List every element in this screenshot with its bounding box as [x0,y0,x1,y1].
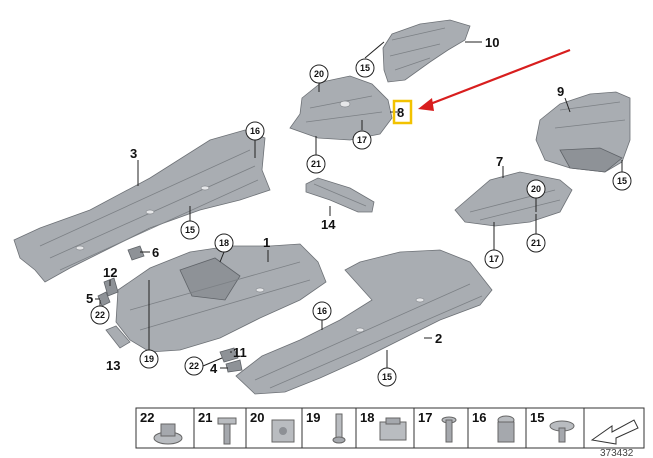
part-1 [115,243,327,353]
callout-5: 5 [86,291,93,306]
svg-text:15: 15 [185,225,195,235]
spreader-nut-icon [497,415,515,443]
screw-icon [217,417,237,445]
callout-12: 12 [103,265,117,280]
legend-num-15: 15 [530,410,544,425]
svg-text:16: 16 [317,306,327,316]
part-13-strip [105,325,131,349]
callout-1: 1 [263,235,270,250]
callout-4: 4 [210,361,218,376]
pointer-arrow [418,48,571,111]
fastener-legend: 22 21 20 19 18 17 16 15 [135,407,645,449]
part-5-clip [97,291,111,307]
svg-text:17: 17 [357,135,367,145]
callout-14: 14 [321,217,336,232]
svg-text:16: 16 [250,126,260,136]
clip-nut-icon [379,417,407,441]
nut-icon [153,423,183,445]
part-7 [454,171,573,227]
svg-text:19: 19 [144,354,154,364]
legend-cell-21 [193,407,247,449]
svg-text:21: 21 [311,159,321,169]
part-11-bracket [219,347,239,363]
part-14 [305,177,375,213]
direction-arrow-icon [590,419,639,445]
callout-2: 2 [435,331,442,346]
circle-callout-20-right: 20 [526,179,546,212]
legend-num-20: 20 [250,410,264,425]
leader-9 [564,97,571,113]
part-4-clip [225,359,243,373]
reference-number: 373432 [600,448,634,458]
svg-text:22: 22 [95,310,105,320]
circle-callout-21-right: 21 [526,214,546,253]
svg-text:15: 15 [617,176,627,186]
legend-num-18: 18 [360,410,374,425]
callout-10: 10 [485,35,499,50]
legend-cell-17 [413,407,469,449]
callout-8: 8 [397,105,404,120]
legend-num-21: 21 [198,410,212,425]
svg-text:18: 18 [219,238,229,248]
collar-screw-icon [549,420,575,443]
expanding-nut-icon [271,419,295,443]
circle-callout-21-upper: 21 [306,136,326,174]
push-rivet-icon [441,416,457,443]
part-10 [382,19,471,83]
legend-num-19: 19 [306,410,320,425]
part-12-clip [103,277,119,297]
svg-text:15: 15 [360,63,370,73]
callout-13: 13 [106,358,120,373]
highlight-box-8 [392,99,413,125]
circle-callout-15-right: 15 [612,160,632,191]
svg-text:20: 20 [531,184,541,194]
svg-text:15: 15 [382,372,392,382]
circle-callout-15-top: 15 [355,41,385,78]
legend-num-17: 17 [418,410,432,425]
svg-text:21: 21 [531,238,541,248]
circle-callout-19: 19 [139,280,159,369]
circle-callout-20-upper: 20 [309,64,329,92]
svg-text:20: 20 [314,69,324,79]
circle-callout-22-lower: 22 [184,356,223,376]
part-3 [13,129,271,283]
callout-11: 11 [233,345,247,360]
circle-callout-18: 18 [214,233,234,263]
rivet-icon [332,413,346,444]
legend-num-22: 22 [140,410,154,425]
svg-text:22: 22 [189,361,199,371]
part-2 [235,249,493,395]
legend-cell-16 [467,407,527,449]
circle-callout-15-bottom: 15 [377,350,397,387]
legend-num-16: 16 [472,410,486,425]
circle-callout-16-left: 16 [245,121,265,158]
callout-3: 3 [130,146,137,161]
circle-callout-16-center: 16 [312,301,332,330]
callout-6: 6 [152,245,159,260]
circle-callout-15-left: 15 [180,206,200,240]
svg-text:17: 17 [489,254,499,264]
circle-callout-17-upper: 17 [352,120,372,150]
part-9 [535,91,631,173]
circle-callout-22-left: 22 [90,300,110,325]
circle-callout-17-right: 17 [484,222,504,269]
legend-cell-19 [301,407,357,449]
part-6-bracket [127,245,145,261]
callout-7: 7 [496,154,503,169]
callout-9: 9 [557,84,564,99]
part-8 [289,75,393,141]
